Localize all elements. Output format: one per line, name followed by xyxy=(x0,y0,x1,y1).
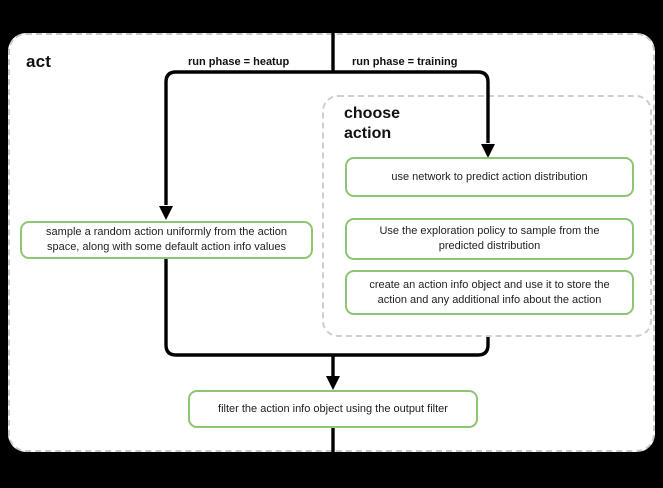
edge-label-heatup: run phase = heatup xyxy=(188,56,290,68)
node-heatup-sample[interactable]: sample a random action uniformly from th… xyxy=(20,221,313,259)
edge-label-training: run phase = training xyxy=(352,56,458,68)
node-create-action-info[interactable]: create an action info object and use it … xyxy=(345,270,634,315)
act-title: act xyxy=(26,52,52,71)
node-output-filter[interactable]: filter the action info object using the … xyxy=(188,390,478,428)
node-predict-distribution[interactable]: use network to predict action distributi… xyxy=(345,157,634,197)
group-title-line-2: action xyxy=(344,125,392,143)
choose-action-group-title: choose action xyxy=(344,104,464,145)
group-title-line-1: choose xyxy=(344,105,401,122)
node-exploration-policy[interactable]: Use the exploration policy to sample fro… xyxy=(345,218,634,260)
